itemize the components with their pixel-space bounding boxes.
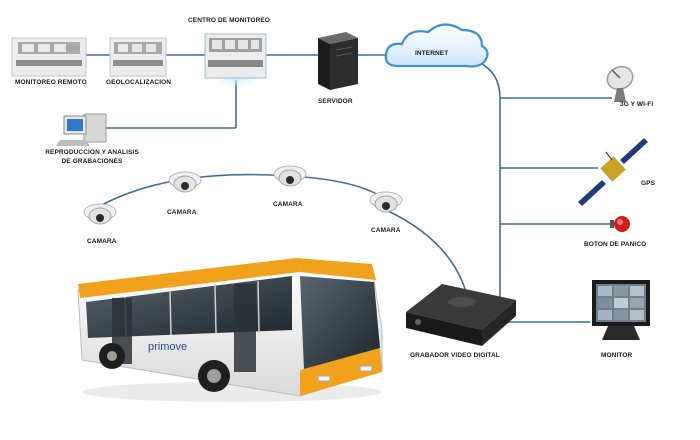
centro-monitoreo-node [204, 33, 267, 79]
dvr-recorder-icon [406, 284, 516, 346]
bus-brand-label: primove [148, 341, 188, 353]
gps-satellite-icon [578, 138, 648, 206]
monitor-icon [592, 280, 650, 340]
wifi-label: 3G Y WI-FI [620, 101, 654, 108]
dome-camera-icon [369, 191, 403, 213]
camara-label-1: CAMARA [87, 238, 117, 245]
internet-cloud-icon [384, 23, 489, 68]
dome-camera-icon [83, 203, 117, 225]
dome-camera-icon [168, 171, 202, 193]
panic-button-icon [610, 216, 630, 232]
reproduccion-label: REPRODUCCION Y ANALISIS DE GRABACIONES [45, 149, 139, 165]
satellite-dish-icon [606, 65, 634, 102]
bus-icon [77, 258, 383, 402]
camara-label-3: CAMARA [273, 201, 303, 208]
monitoreo-remoto-label: MONITOREO REMOTO [15, 79, 87, 86]
camara-label-2: CAMARA [167, 209, 197, 216]
servidor-label: SERVIDOR [318, 98, 353, 105]
server-icon [318, 32, 358, 90]
boton-panico-label: BOTON DE PANICO [584, 241, 647, 248]
monitoreo-remoto-node [11, 37, 87, 77]
geolocalizacion-node [109, 37, 167, 77]
camara-label-4: CAMARA [371, 227, 401, 234]
geolocalizacion-label: GEOLOCALIZACION [106, 79, 172, 86]
dome-camera-icon [273, 165, 307, 187]
gps-label: GPS [641, 180, 656, 187]
internet-label: INTERNET [415, 50, 449, 57]
grabador-label: GRABADOR VIDEO DIGITAL [410, 352, 500, 359]
monitor-label: MONITOR [601, 352, 633, 359]
workstation-icon [56, 113, 107, 146]
centro-monitoreo-label: CENTRO DE MONITOREO [188, 17, 270, 24]
